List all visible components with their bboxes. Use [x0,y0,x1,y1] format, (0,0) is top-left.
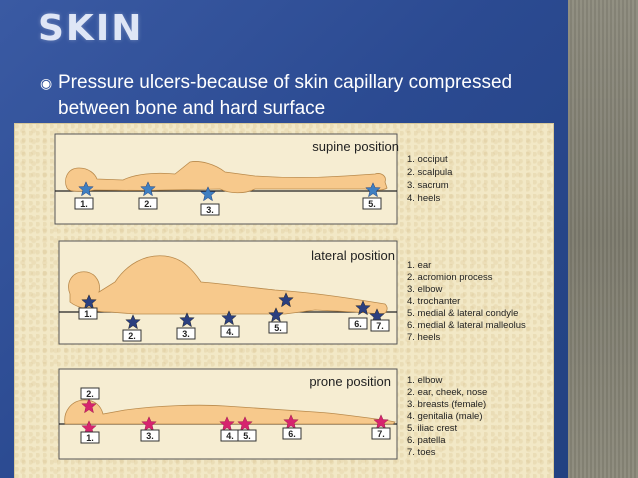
number-label: 2. [138,197,158,210]
legend-item: 1. elbow [407,375,443,386]
legend-item: 2. acromion process [407,272,493,283]
panel-title: prone position [309,374,391,389]
number-label: 4. [220,325,240,338]
svg-text:4.: 4. [226,431,234,441]
legend-item: 3. elbow [407,284,443,295]
number-label: 4. [220,429,240,442]
svg-text:1.: 1. [84,309,92,319]
svg-text:3.: 3. [206,205,214,215]
svg-text:1.: 1. [86,433,94,443]
legend-item: 1. occiput [407,154,448,165]
number-label: 3. [200,203,220,216]
number-label: 6. [348,317,368,330]
bullet-circle-icon: ◉ [40,75,53,91]
panel-supine: supine position 1. occiput 2. scalpula 3… [54,133,453,225]
svg-text:1.: 1. [80,199,88,209]
svg-text:5.: 5. [274,323,282,333]
legend-item: 3. sacrum [407,180,449,191]
pressure-points-diagram: supine position 1. occiput 2. scalpula 3… [54,133,526,460]
legend-item: 6. medial & lateral malleolus [407,320,526,331]
svg-text:7.: 7. [376,321,384,331]
number-label: 7. [371,427,391,440]
legend-item: 3. breasts (female) [407,399,486,410]
bullet-text: Pressure ulcers-because of skin capillar… [58,72,513,119]
legend-item: 2. ear, cheek, nose [407,387,487,398]
number-label: 5. [237,429,257,442]
svg-text:2.: 2. [144,199,152,209]
legend-item: 6. patella [407,435,446,446]
pressure-points-figure: supine position 1. occiput 2. scalpula 3… [14,123,554,478]
slide-title: SKIN [38,8,144,49]
svg-text:2.: 2. [128,331,136,341]
svg-text:6.: 6. [354,319,362,329]
svg-text:6.: 6. [288,429,296,439]
number-label: 2. [122,329,142,342]
svg-text:5.: 5. [368,199,376,209]
legend-item: 7. toes [407,447,436,458]
legend-item: 5. medial & lateral condyle [407,308,518,319]
legend-item: 2. scalpula [407,167,453,178]
legend-item: 4. heels [407,193,441,204]
number-label: 1. [78,307,98,320]
number-label: 5. [268,321,288,334]
panel-lateral: lateral position 1. ear 2. acromion proc… [58,240,526,345]
bullet-point: ◉ Pressure ulcers-because of skin capill… [40,70,560,122]
svg-text:2.: 2. [86,389,94,399]
supine-body [65,161,388,194]
svg-text:3.: 3. [182,329,190,339]
legend-item: 7. heels [407,332,441,343]
number-label: 7. [370,319,390,332]
number-label: 2. [80,387,100,400]
legend-item: 4. trochanter [407,296,460,307]
legend-item: 4. genitalia (male) [407,411,483,422]
svg-text:4.: 4. [226,327,234,337]
legend-item: 5. iliac crest [407,423,458,434]
legend-item: 1. ear [407,260,431,271]
panel-title: lateral position [311,248,395,263]
svg-text:7.: 7. [377,429,385,439]
svg-text:3.: 3. [146,431,154,441]
panel-title: supine position [312,139,399,154]
number-label: 1. [80,431,100,444]
number-label: 3. [176,327,196,340]
prone-body [64,399,396,425]
number-label: 1. [74,197,94,210]
number-label: 5. [362,197,382,210]
number-label: 3. [140,429,160,442]
decorative-side-strip [568,0,638,478]
number-label: 6. [282,427,302,440]
svg-text:5.: 5. [243,431,251,441]
panel-prone: prone position 1. elbow 2. ear, cheek, n… [58,368,487,460]
